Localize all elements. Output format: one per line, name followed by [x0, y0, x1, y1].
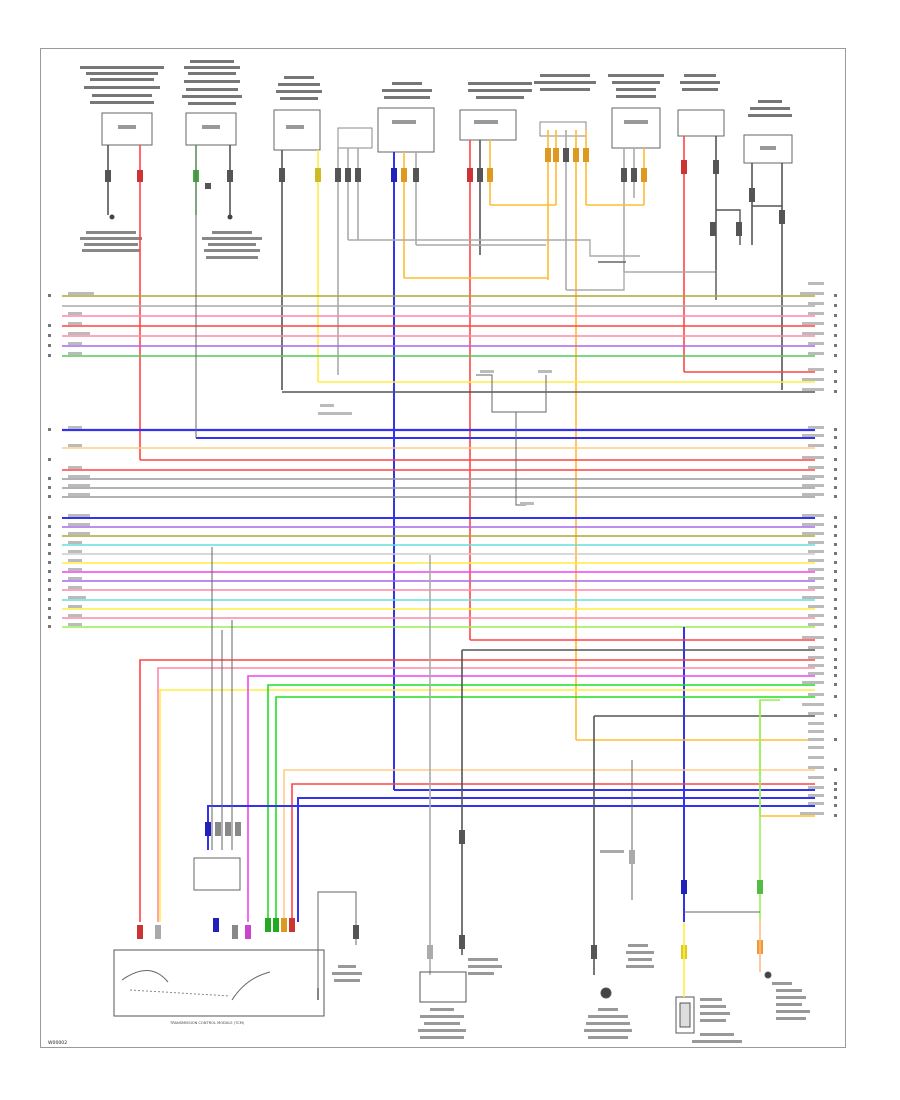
- diagram-frame: [40, 48, 846, 1048]
- top-routing: [348, 204, 782, 300]
- tcm-pins: [137, 822, 359, 939]
- tcm-label: TRANSMISSION CONTROL MODULE (TCM): [169, 1021, 245, 1025]
- mid-routing: [195, 145, 760, 945]
- diagram-code: W00002: [48, 1040, 67, 1046]
- lower-bus-lines: [139, 555, 815, 975]
- wire-code-labels: [68, 282, 824, 815]
- connector-pins-top: [105, 148, 785, 236]
- bottom-sensor-components: [419, 971, 772, 1034]
- bottom-component-labels: [332, 944, 810, 1043]
- top-component-connectors: [101, 107, 793, 164]
- bus-lines: [62, 295, 815, 628]
- bottom-colored-drops: [317, 920, 761, 1000]
- edge-pin-marks: [48, 294, 837, 817]
- ground-symbols-top: [80, 214, 262, 259]
- top-component-labels: [80, 60, 792, 150]
- tcm-box: [113, 857, 325, 1017]
- vertical-wires-top: [107, 130, 783, 790]
- bottom-vertical-pins: [427, 830, 763, 959]
